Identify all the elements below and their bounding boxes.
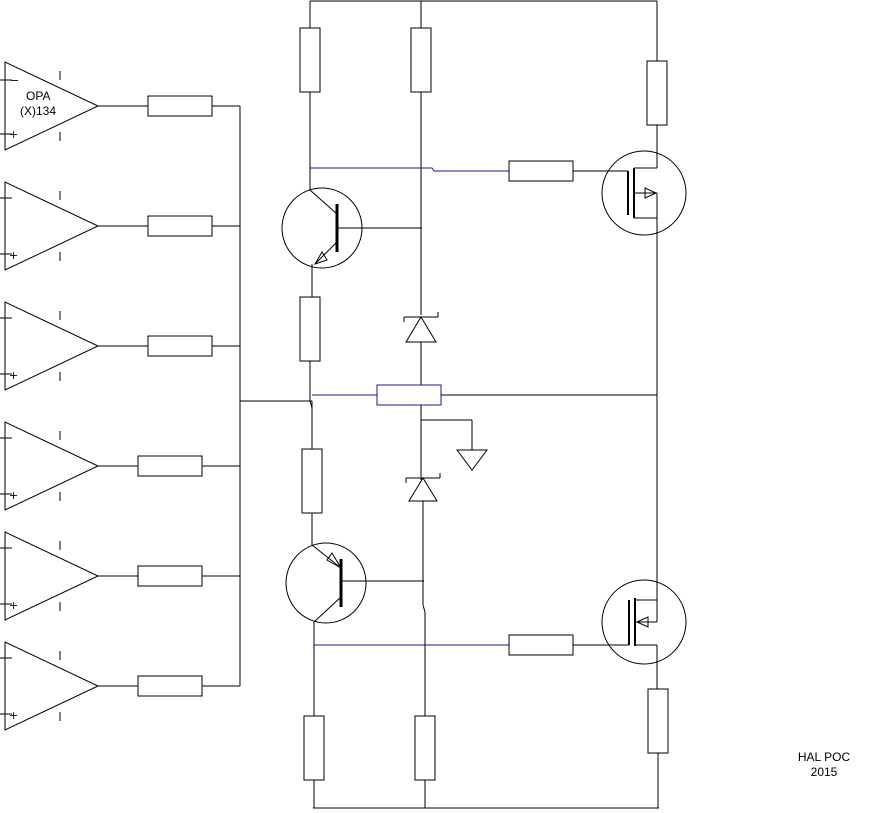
resistor-r4: [138, 456, 202, 476]
resistor-r1: [148, 96, 212, 116]
resistor-r5: [138, 566, 202, 586]
opamp-3-plus-label: +: [9, 369, 18, 382]
opamp-6-plus-label: +: [9, 709, 18, 722]
opamp-array: − + OPA (X)134 + +: [0, 62, 148, 730]
opamp-plus-label: +: [9, 128, 18, 141]
resistor-bottom-right: [648, 689, 668, 753]
opamp-4-body: [5, 422, 98, 510]
upper-mosfet: [602, 151, 686, 235]
resistor-top-right: [647, 61, 667, 125]
bias-potentiometer: [377, 385, 441, 405]
opamp-1-body: [5, 62, 98, 150]
lower-mosfet: [602, 580, 686, 664]
opamp-5-body: [5, 532, 98, 620]
footer-year: 2015: [811, 765, 838, 779]
opamp-2-plus-label: +: [9, 249, 18, 262]
upper-mosfet-envelope: [602, 151, 686, 235]
opamp-1: [0, 62, 148, 150]
resistor-top-left: [300, 28, 320, 92]
resistor-mid-lower: [302, 449, 322, 513]
ground-symbol: [457, 450, 487, 470]
gate-resistor-upper: [509, 161, 573, 181]
lower-bjt-envelope: [286, 543, 366, 623]
gate-resistor-lower: [509, 635, 573, 655]
opamp-5-plus-label: +: [9, 599, 18, 612]
opamp-4: [0, 422, 138, 510]
resistor-r3: [148, 336, 212, 356]
opamp-6: [0, 642, 138, 730]
opamp-2: [0, 182, 148, 270]
resistor-bottom-left: [304, 716, 324, 780]
lower-bjt-arrow: [327, 553, 341, 568]
resistor-r6: [138, 676, 202, 696]
lower-mosfet-arrow: [637, 617, 648, 627]
driver-column: [282, 1, 424, 808]
resistor-r2: [148, 216, 212, 236]
upper-gate-wire: [310, 168, 509, 171]
resistor-bottom-center: [415, 716, 435, 780]
lower-zener-diode: [406, 473, 440, 501]
signal-wires: [310, 168, 657, 645]
opamp-output-resistors: [138, 96, 312, 696]
opamp-minus-label: −: [10, 74, 19, 87]
output-stage: [509, 1, 686, 808]
footer-title: HAL POC: [798, 750, 851, 764]
resistor-mid-upper: [300, 297, 320, 361]
opamp-2-body: [5, 182, 98, 270]
lower-bjt: [286, 543, 424, 716]
bias-column: [377, 1, 487, 808]
lower-mosfet-envelope: [602, 580, 686, 664]
opamp-3-body: [5, 302, 98, 390]
upper-mosfet-arrow: [645, 188, 656, 198]
opamp-6-body: [5, 642, 98, 730]
resistor-top-center: [411, 28, 431, 92]
opamp-4-plus-label: +: [9, 489, 18, 502]
upper-bjt-arrow: [315, 252, 327, 264]
upper-bjt: [282, 188, 422, 297]
opamp-5: [0, 532, 138, 620]
upper-zener-diode: [404, 312, 438, 342]
power-rails: [310, 1, 659, 808]
opamp-label-line2: (X)134: [20, 104, 56, 118]
upper-zener-body: [406, 317, 436, 342]
lower-zener-body: [409, 478, 437, 501]
opamp-3: [0, 302, 148, 390]
opamp-label-line1: OPA: [26, 89, 50, 103]
